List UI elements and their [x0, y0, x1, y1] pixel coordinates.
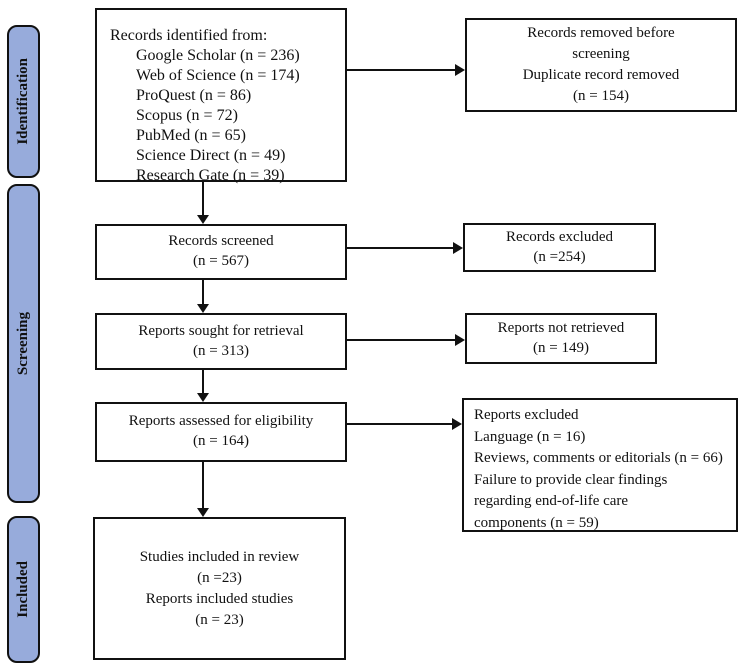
assessed-count: (n = 164) [193, 433, 249, 449]
records-excluded-line: Records excluded [505, 228, 614, 245]
source-scopus: Scopus (n = 72) [136, 107, 238, 124]
source-google-scholar: Google Scholar (n = 236) [136, 47, 300, 64]
source-research-gate: Research Gate (n = 39) [136, 167, 285, 184]
included-line: Studies included in review [139, 548, 300, 565]
reports-excluded-line: Reviews, comments or editorials (n = 66) [474, 450, 723, 466]
included-count: (n = 23) [195, 611, 244, 628]
box-records-screened: Records screened (n = 567) [95, 224, 347, 280]
sought-count: (n = 313) [193, 342, 249, 359]
not-retrieved-line: Reports not retrieved [497, 319, 625, 336]
assessed-line: Reports assessed for eligibility [128, 413, 314, 430]
stage-included: Included [7, 516, 40, 663]
source-proquest: ProQuest (n = 86) [136, 87, 252, 104]
box-reports-not-retrieved: Reports not retrieved (n = 149) [465, 313, 657, 364]
removed-line: (n = 154) [573, 88, 629, 104]
sought-line: Reports sought for retrieval [138, 322, 304, 339]
not-retrieved-count: (n = 149) [533, 339, 589, 356]
included-count: (n =23) [197, 569, 242, 586]
removed-line: Duplicate record removed [522, 67, 680, 83]
screened-line: Records screened [168, 233, 274, 250]
reports-excluded-line: Reports excluded [474, 407, 579, 423]
reports-excluded-line: components (n = 59) [474, 514, 599, 531]
box-reports-assessed: Reports assessed for eligibility (n = 16… [95, 402, 347, 462]
reports-excluded-line: Failure to provide clear findings [474, 471, 668, 488]
source-pubmed: PubMed (n = 65) [136, 127, 246, 144]
source-science-direct: Science Direct (n = 49) [136, 147, 286, 164]
reports-excluded-line: regarding end-of-life care [474, 493, 629, 509]
box-records-identified: Records identified from: Google Scholar … [95, 8, 347, 184]
reports-excluded-line: Language (n = 16) [474, 428, 586, 445]
records-identified-title: Records identified from: [110, 27, 268, 44]
stage-identification: Identification [7, 25, 40, 178]
records-excluded-count: (n =254) [533, 248, 586, 265]
source-web-of-science: Web of Science (n = 174) [136, 67, 300, 84]
removed-line: Records removed before [527, 25, 675, 41]
stage-screening: Screening [7, 184, 40, 503]
stage-identification-label: Identification [15, 58, 31, 145]
screened-count: (n = 567) [193, 253, 249, 269]
stage-screening-label: Screening [15, 311, 31, 376]
box-reports-excluded: Reports excluded Language (n = 16) Revie… [462, 398, 738, 532]
box-records-removed-before-screening: Records removed before screening Duplica… [465, 18, 737, 112]
included-line: Reports included studies [145, 590, 294, 607]
box-reports-sought: Reports sought for retrieval (n = 313) [95, 313, 347, 370]
box-studies-included: Studies included in review (n =23) Repor… [93, 517, 346, 660]
removed-line: screening [572, 46, 630, 62]
box-records-excluded: Records excluded (n =254) [463, 223, 656, 272]
stage-included-label: Included [15, 561, 31, 618]
